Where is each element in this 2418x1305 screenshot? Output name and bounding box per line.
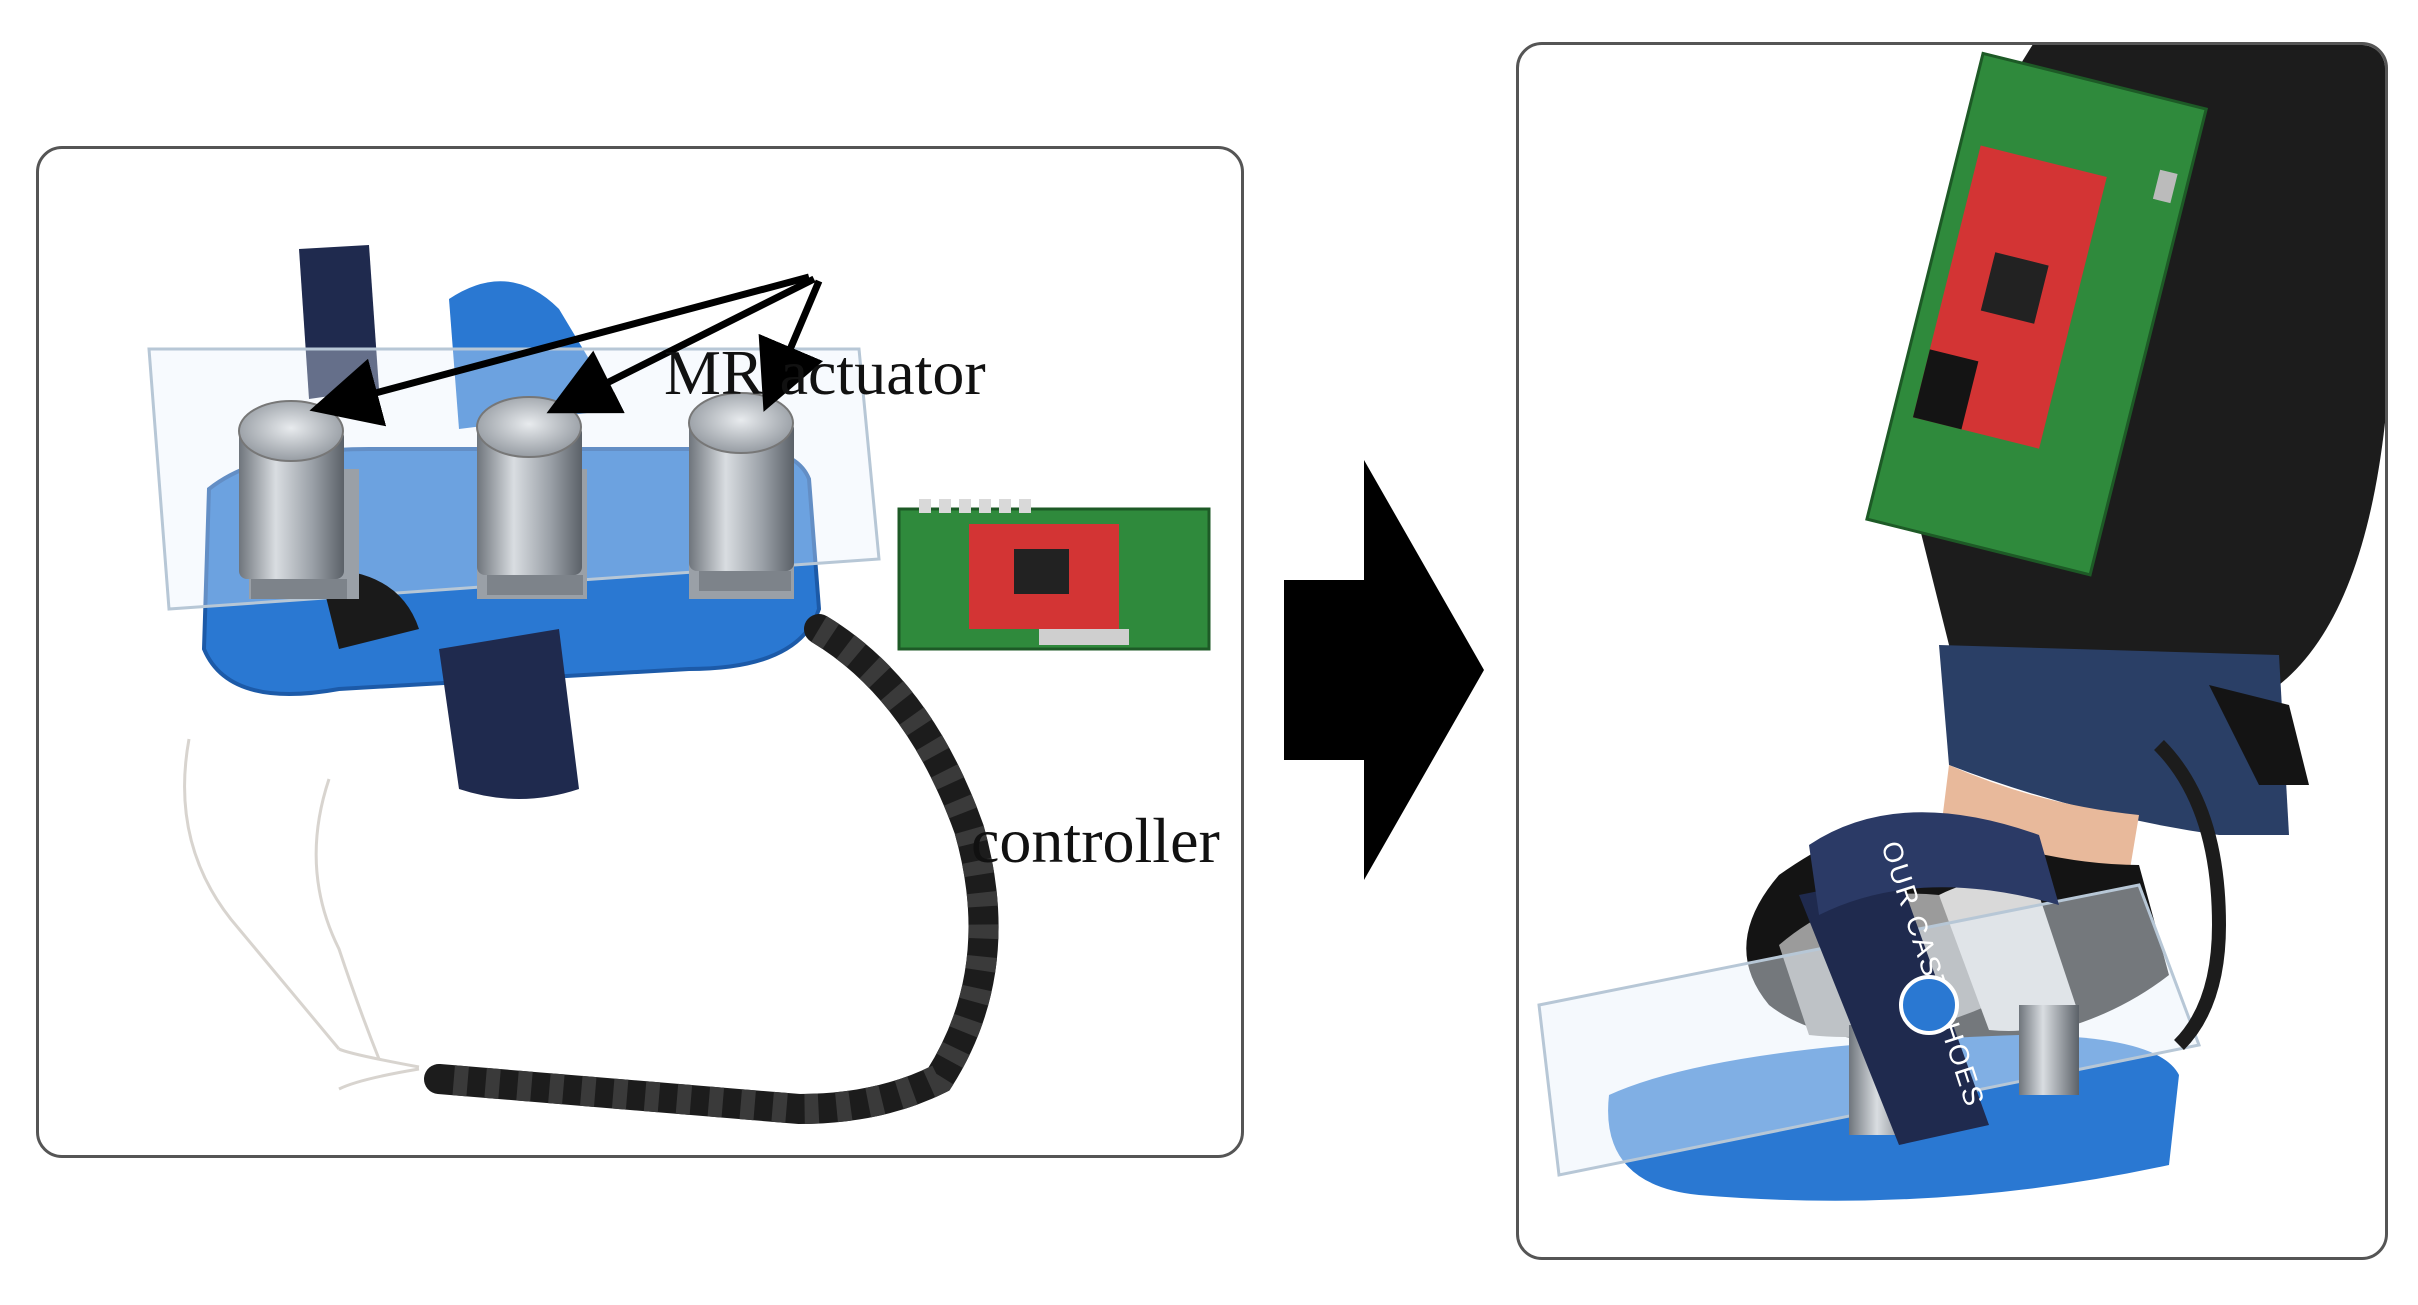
- controller-label: controller: [971, 805, 1220, 876]
- white-leads: [183, 738, 420, 1091]
- device-photo-panel: MR actuator controller: [36, 146, 1244, 1158]
- actuator-1: [238, 400, 359, 599]
- device-illustration: [147, 245, 1211, 1125]
- front-strap: [439, 629, 579, 799]
- worn-cable: [2154, 740, 2227, 1050]
- pointer-arrows: [309, 273, 824, 427]
- jeans-cuff: [1939, 645, 2289, 835]
- controller-board: [897, 499, 1211, 651]
- worn-device-photo-panel: OUR CAST SHOES: [1516, 42, 2388, 1260]
- right-arrow-icon: [1284, 460, 1484, 880]
- actuator-2: [476, 396, 587, 599]
- mr-actuator-label: MR actuator: [664, 337, 986, 408]
- actuator-3: [688, 392, 794, 599]
- worn-device-illustration: OUR CAST SHOES: [1537, 45, 2385, 1201]
- strap-upper: [1809, 812, 2059, 915]
- strap-diagonal: [1799, 875, 1989, 1145]
- worn-controller-board: [1865, 51, 2209, 577]
